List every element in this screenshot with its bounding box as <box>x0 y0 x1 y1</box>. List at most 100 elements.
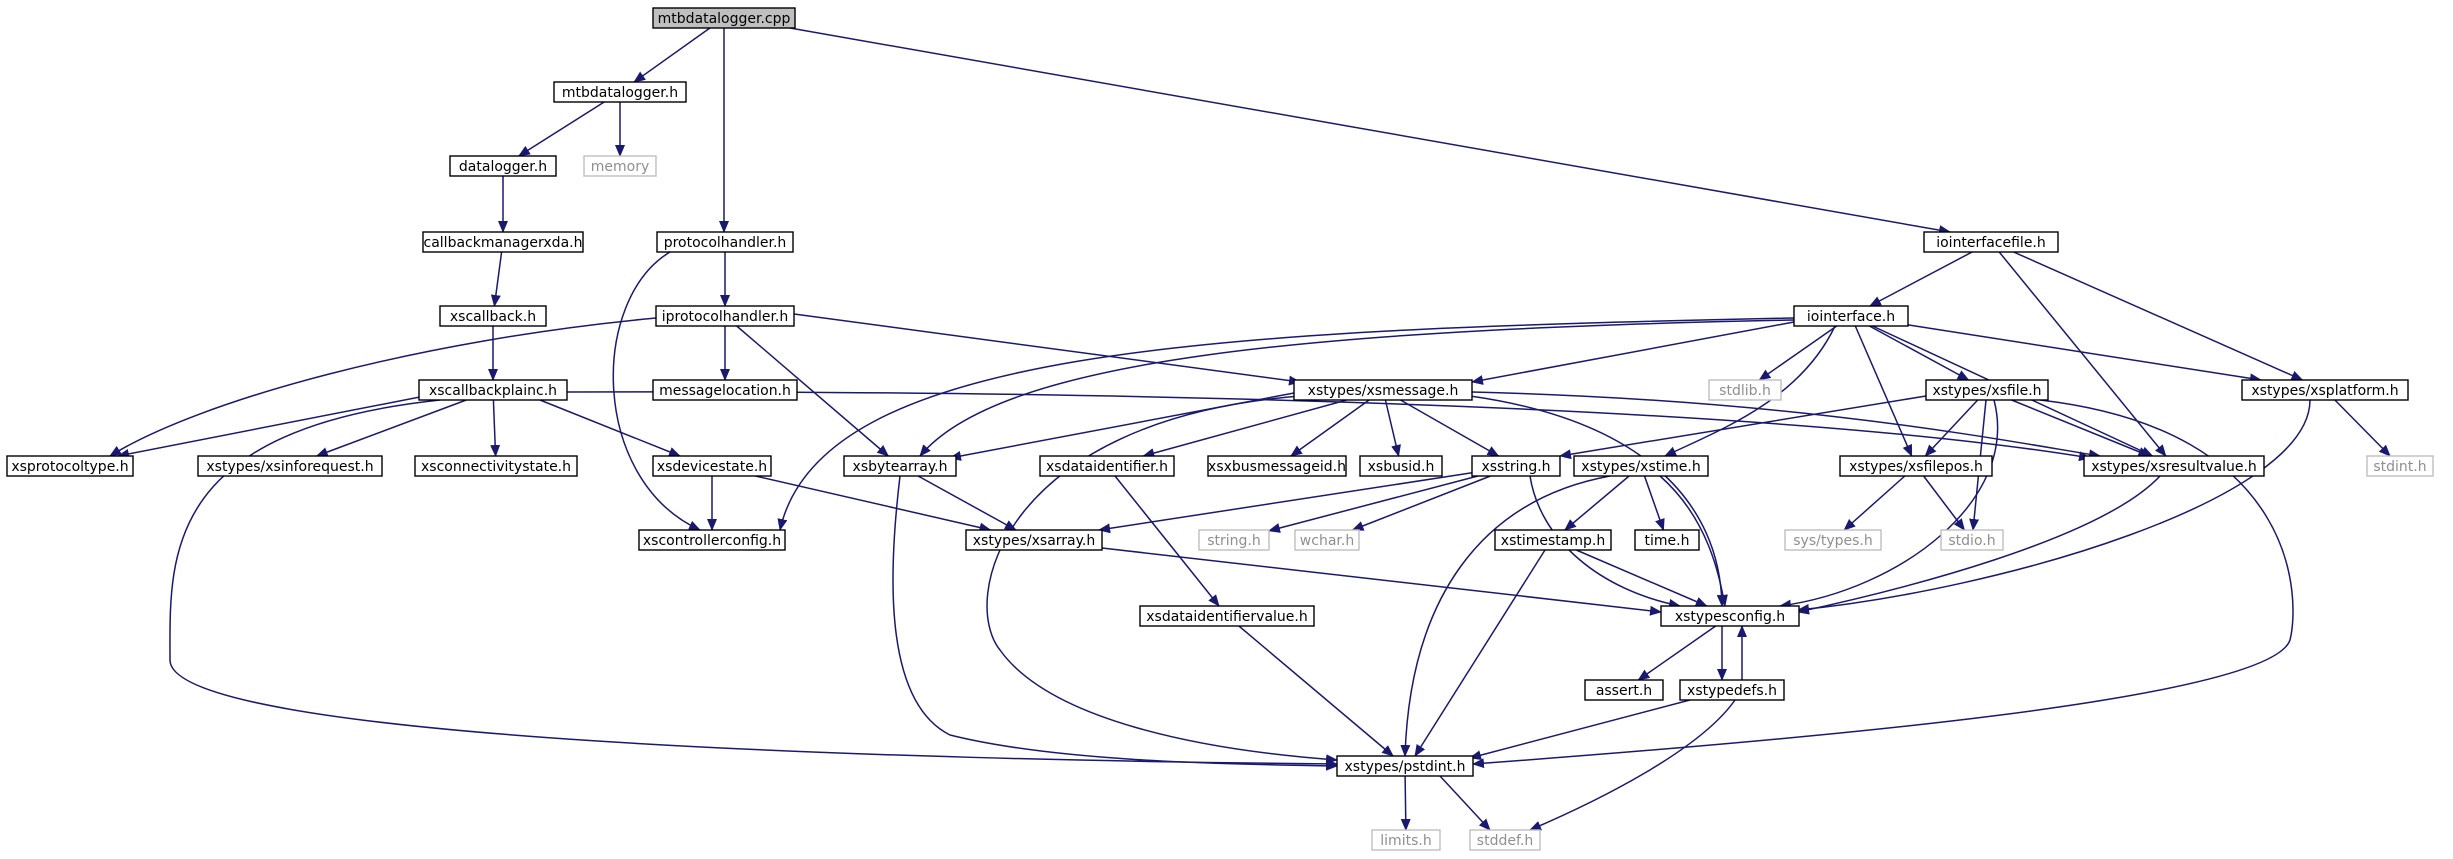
edge-xstypedefs-h-to-stddef-h <box>1529 699 1736 831</box>
node-datalogger-h[interactable]: datalogger.h <box>449 155 557 177</box>
node-systypes-h[interactable]: sys/types.h <box>1784 529 1882 551</box>
node-xsxbusmessageid-h[interactable]: xsxbusmessageid.h <box>1207 455 1347 477</box>
node-xscallback-h[interactable]: xscallback.h <box>439 305 547 327</box>
node-box <box>1294 529 1360 551</box>
node-label: xstypes/xsfilepos.h <box>1849 459 1983 475</box>
node-xsprotocoltype-h[interactable]: xsprotocoltype.h <box>6 455 134 477</box>
edge-xsbytearray-h-to-xspstdint-h <box>892 475 1338 771</box>
node-box <box>652 455 772 477</box>
node-xsstring-h[interactable]: xsstring.h <box>1471 455 1561 477</box>
node-stdio-h[interactable]: stdio.h <box>1940 529 2004 551</box>
node-assert-h[interactable]: assert.h <box>1584 679 1664 701</box>
node-box <box>1940 529 2004 551</box>
edge-iointerface-h-to-xsxsplatform-h <box>1907 324 2262 384</box>
node-xstypesconfig-h[interactable]: xstypesconfig.h <box>1660 605 1800 627</box>
node-label: xstypes/xstime.h <box>1581 459 1700 475</box>
edge-iointerfacefile-h-to-iointerface-h <box>1869 251 1973 307</box>
edge-xscallbackplainc-h-to-xsconnectivitystate-h <box>490 399 501 457</box>
edge-iprotocolhandler-h-to-xsprotocoltype-h <box>109 317 657 457</box>
node-time-h[interactable]: time.h <box>1634 529 1700 551</box>
node-box <box>422 231 584 253</box>
node-callbackmanagerxda-h[interactable]: callbackmanagerxda.h <box>422 231 584 253</box>
node-label: iprotocolhandler.h <box>662 309 789 325</box>
node-iprotocolhandler-h[interactable]: iprotocolhandler.h <box>655 305 795 327</box>
node-label: xsdataidentifiervalue.h <box>1146 609 1308 625</box>
edge-iointerface-h-to-xsxsmessage-h <box>1471 321 1795 385</box>
node-box <box>1923 231 2059 253</box>
node-stdint-h[interactable]: stdint.h <box>2366 455 2434 477</box>
edge-xsxstime-h-to-xspstdint-h <box>1400 475 1611 757</box>
node-box <box>583 155 657 177</box>
node-xsbytearray-h[interactable]: xsbytearray.h <box>843 455 957 477</box>
node-box <box>1471 455 1561 477</box>
node-box <box>1469 829 1541 851</box>
node-xsdataidentifier-h[interactable]: xsdataidentifier.h <box>1039 455 1175 477</box>
node-label: xstypes/xsinforequest.h <box>206 459 373 475</box>
node-xstypedefs-h[interactable]: xstypedefs.h <box>1679 679 1785 701</box>
node-xsxsfilepos-h[interactable]: xstypes/xsfilepos.h <box>1839 455 1993 477</box>
edge-xsstring-h-to-wchar-h <box>1351 475 1491 531</box>
node-xsdataidentifiervalue-h[interactable]: xsdataidentifiervalue.h <box>1139 605 1315 627</box>
node-xsinforequest-h[interactable]: xstypes/xsinforequest.h <box>197 455 383 477</box>
node-label: xstypes/xsresultvalue.h <box>2091 459 2257 475</box>
node-iointerface-h[interactable]: iointerface.h <box>1793 305 1909 327</box>
node-label: xsdataidentifier.h <box>1046 459 1168 475</box>
node-protocolhandler-h[interactable]: protocolhandler.h <box>656 231 794 253</box>
edge-iprotocolhandler-h-to-xsbytearray-h <box>736 325 890 457</box>
node-stddef-h[interactable]: stddef.h <box>1469 829 1541 851</box>
edge-xspstdint-h-to-stddef-h <box>1439 775 1491 831</box>
node-box <box>1198 529 1270 551</box>
edge-xsxsarray-h-to-xstypesconfig-h <box>1101 547 1662 616</box>
edge-xsdataidentifiervalue-h-to-xspstdint-h <box>1238 625 1394 757</box>
edge-xsbytearray-h-to-xsxsarray-h <box>917 475 1017 531</box>
node-box <box>449 155 557 177</box>
node-xspstdint-h[interactable]: xstypes/pstdint.h <box>1336 755 1474 777</box>
node-label: xsconnectivitystate.h <box>421 459 571 475</box>
node-box <box>2241 379 2409 401</box>
node-box <box>656 231 794 253</box>
node-box <box>1494 529 1612 551</box>
node-label: xstypesconfig.h <box>1675 609 1785 625</box>
edge-xsxsplatform-h-to-xstypesconfig-h <box>1797 399 2311 614</box>
node-box <box>1573 455 1709 477</box>
node-xsxsarray-h[interactable]: xstypes/xsarray.h <box>965 529 1103 551</box>
node-xsxsresultvalue-h[interactable]: xstypes/xsresultvalue.h <box>2083 455 2265 477</box>
node-xsxsplatform-h[interactable]: xstypes/xsplatform.h <box>2241 379 2409 401</box>
node-xsxsmessage-h[interactable]: xstypes/xsmessage.h <box>1293 379 1473 401</box>
edge-iointerface-h-to-xsbytearray-h <box>919 319 1795 457</box>
edge-protocolhandler-h-to-xscontrollerconfig-h <box>612 251 701 531</box>
node-label: wchar.h <box>1300 533 1354 549</box>
node-xscallbackplainc-h[interactable]: xscallbackplainc.h <box>418 379 568 401</box>
edge-xsxsmessage-h-to-xsxsresultvalue-h <box>1471 391 2101 460</box>
node-label: string.h <box>1207 533 1261 549</box>
node-label: xscallback.h <box>450 309 536 325</box>
node-mtbdatalogger-h[interactable]: mtbdatalogger.h <box>553 81 687 103</box>
node-limits-h[interactable]: limits.h <box>1371 829 1441 851</box>
node-xsconnectivitystate-h[interactable]: xsconnectivitystate.h <box>414 455 578 477</box>
node-label: memory <box>591 159 650 175</box>
node-messagelocation-h[interactable]: messagelocation.h <box>652 379 798 401</box>
edge-xsstring-h-to-xstypesconfig-h <box>1529 475 1681 609</box>
edge-xscallbackplainc-h-to-xsxsresultvalue-h <box>566 391 2091 462</box>
node-box <box>1925 379 2049 401</box>
edge-xsxsmessage-h-to-xsstring-h <box>1400 399 1500 457</box>
node-stdlib-h[interactable]: stdlib.h <box>1708 379 1782 401</box>
node-label: xscontrollerconfig.h <box>643 533 781 549</box>
edge-xstimestamp-h-to-xspstdint-h <box>1414 549 1546 757</box>
node-xsxstime-h[interactable]: xstypes/xstime.h <box>1573 455 1709 477</box>
node-xsbusid-h[interactable]: xsbusid.h <box>1359 455 1443 477</box>
edge-xscallbackplainc-h-to-xspstdint-h <box>169 399 1338 769</box>
node-iointerfacefile-h[interactable]: iointerfacefile.h <box>1923 231 2059 253</box>
node-xstimestamp-h[interactable]: xstimestamp.h <box>1494 529 1612 551</box>
node-mtbdatalogger-cpp[interactable]: mtbdatalogger.cpp <box>652 7 796 29</box>
node-xsdevicestate-h[interactable]: xsdevicestate.h <box>652 455 772 477</box>
edge-xsdataidentifier-h-to-xsdataidentifiervalue-h <box>1114 475 1220 607</box>
node-box <box>1139 605 1315 627</box>
node-xsxsfile-h[interactable]: xstypes/xsfile.h <box>1925 379 2049 401</box>
node-xscontrollerconfig-h[interactable]: xscontrollerconfig.h <box>638 529 786 551</box>
node-string-h[interactable]: string.h <box>1198 529 1270 551</box>
node-memory[interactable]: memory <box>583 155 657 177</box>
node-wchar-h[interactable]: wchar.h <box>1294 529 1360 551</box>
edge-xsxsmessage-h-to-xsbusid-h <box>1384 399 1401 457</box>
